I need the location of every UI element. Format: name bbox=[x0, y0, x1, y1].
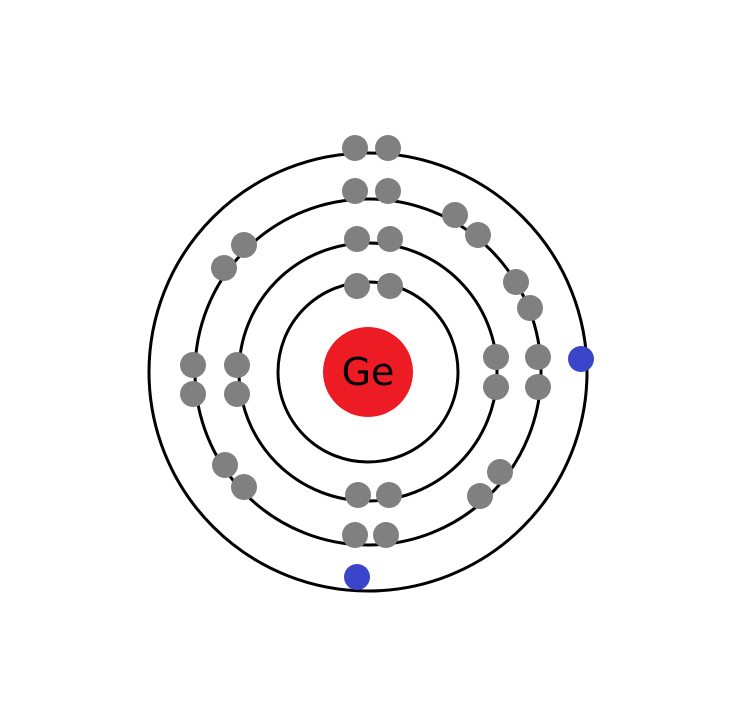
valence-electron bbox=[342, 135, 368, 161]
electron bbox=[483, 344, 509, 370]
electron bbox=[344, 273, 370, 299]
electron bbox=[467, 483, 493, 509]
valence-electron-highlighted bbox=[344, 564, 370, 590]
element-symbol: Ge bbox=[342, 350, 395, 394]
electron bbox=[442, 202, 468, 228]
electron bbox=[517, 295, 543, 321]
electron bbox=[342, 178, 368, 204]
electron bbox=[525, 374, 551, 400]
electron bbox=[224, 381, 250, 407]
electron bbox=[483, 374, 509, 400]
electron bbox=[487, 459, 513, 485]
valence-electron bbox=[375, 135, 401, 161]
electrons bbox=[180, 135, 594, 590]
electron bbox=[342, 522, 368, 548]
electron bbox=[224, 352, 250, 378]
electron bbox=[345, 482, 371, 508]
electron bbox=[375, 178, 401, 204]
electron bbox=[212, 452, 238, 478]
electron bbox=[503, 269, 529, 295]
electron bbox=[465, 222, 491, 248]
electron bbox=[211, 255, 237, 281]
electron bbox=[231, 232, 257, 258]
electron bbox=[180, 381, 206, 407]
electron bbox=[231, 474, 257, 500]
electron bbox=[377, 226, 403, 252]
nucleus bbox=[323, 327, 413, 417]
electron bbox=[525, 344, 551, 370]
valence-electron-highlighted bbox=[568, 346, 594, 372]
shell-4 bbox=[147, 151, 589, 593]
electron bbox=[344, 226, 370, 252]
electron bbox=[373, 522, 399, 548]
electron bbox=[377, 273, 403, 299]
electron bbox=[376, 482, 402, 508]
electron bbox=[180, 352, 206, 378]
